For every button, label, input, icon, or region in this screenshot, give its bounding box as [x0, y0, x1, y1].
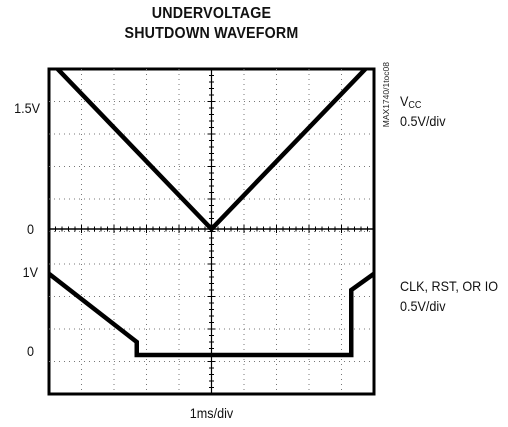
x-axis-label: 1ms/div — [189, 405, 234, 421]
vcc-trace — [54, 69, 369, 233]
logic-channel-scale: 0.5V/div — [400, 298, 446, 314]
vcc-channel-name: VCC — [400, 93, 422, 111]
vcc-channel-scale: 0.5V/div — [400, 113, 446, 129]
vcc-zero-label: 0 — [26, 221, 34, 237]
logic-trace — [49, 271, 374, 358]
chart-title-line-1: UNDERVOLTAGE — [151, 5, 272, 22]
vcc-level-label: 1.5V — [14, 100, 41, 116]
logic-channel-name: CLK, RST, OR IO — [400, 278, 499, 294]
logic-level-label: 1V — [22, 264, 38, 280]
figure-code: MAX1740/1toc08 — [381, 62, 391, 128]
grid-dots — [49, 69, 374, 394]
chart-title-line-2: SHUTDOWN WAVEFORM — [124, 25, 299, 42]
logic-zero-label: 0 — [26, 343, 34, 359]
